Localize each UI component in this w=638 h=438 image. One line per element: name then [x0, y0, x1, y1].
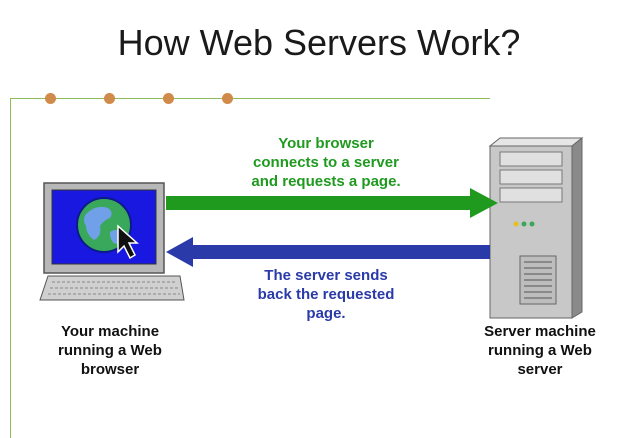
client-label: Your machine running a Web browser: [30, 322, 190, 379]
label-line: running a Web: [488, 342, 592, 359]
request-arrow: [166, 188, 498, 218]
caption-line: Your browser: [278, 135, 374, 152]
keyboard-icon: [39, 275, 185, 301]
decorative-dot: [163, 93, 174, 104]
label-line: server: [517, 361, 563, 378]
request-caption: Your browser connects to a server and re…: [226, 134, 426, 191]
server-label: Server machine running a Web server: [460, 322, 620, 379]
response-arrow: [166, 237, 490, 267]
label-line: browser: [80, 361, 140, 378]
label-line: Your machine: [60, 323, 160, 340]
label-line: Server machine: [484, 323, 596, 340]
page-title: How Web Servers Work?: [117, 22, 521, 63]
caption-line: The server sends: [264, 267, 388, 284]
client-computer-icon: [39, 182, 185, 301]
decorative-dot: [222, 93, 233, 104]
decorative-vertical-line: [10, 98, 11, 438]
server-tower-icon: [488, 136, 584, 319]
decorative-dot: [104, 93, 115, 104]
label-line: running a Web: [58, 342, 162, 359]
caption-line: back the requested: [257, 286, 395, 303]
caption-line: connects to a server: [253, 154, 399, 171]
cursor-icon: [117, 224, 139, 260]
caption-line: page.: [306, 305, 346, 322]
decorative-horizontal-line: [10, 98, 490, 99]
response-caption: The server sends back the requested page…: [226, 266, 426, 323]
decorative-dot: [45, 93, 56, 104]
caption-line: and requests a page.: [251, 173, 401, 190]
